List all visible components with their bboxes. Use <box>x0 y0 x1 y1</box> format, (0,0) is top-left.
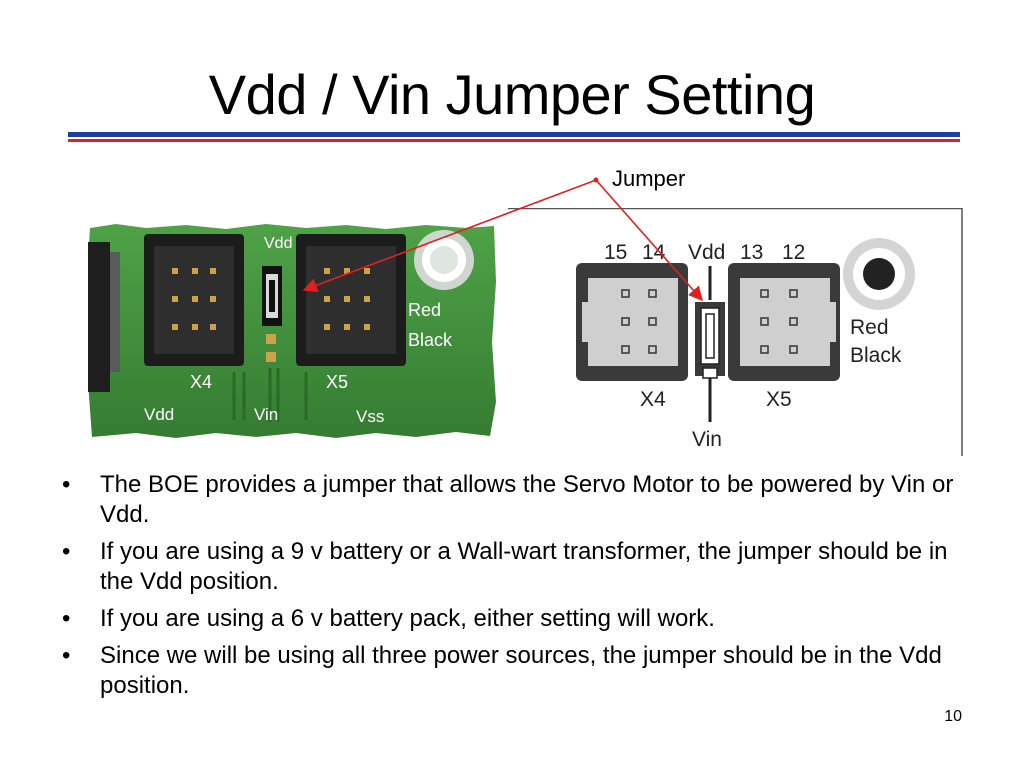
bullet-item: If you are using a 6 v battery pack, eit… <box>58 604 968 634</box>
bullet-item: The BOE provides a jumper that allows th… <box>58 470 968 530</box>
bullet-list: The BOE provides a jumper that allows th… <box>58 470 968 708</box>
jumper-block <box>262 266 282 362</box>
photo-label-vdd: Vdd <box>144 405 174 424</box>
title-rule-red <box>68 139 960 142</box>
arrow-to-photo <box>302 179 597 293</box>
photo-label-red: Red <box>408 300 441 320</box>
photo-label-vdd-top: Vdd <box>264 235 292 252</box>
schematic-x4-connector <box>576 263 688 381</box>
bullet-item: If you are using a 9 v battery or a Wall… <box>58 537 968 597</box>
mounting-hole <box>414 230 474 290</box>
bullet-item: Since we will be using all three power s… <box>58 641 968 701</box>
jumper-callout-label: Jumper <box>612 166 686 191</box>
slide-title: Vdd / Vin Jumper Setting <box>208 63 816 126</box>
schematic-mounting-hole <box>843 238 915 310</box>
x4-header <box>144 234 244 366</box>
arrow-to-schematic <box>595 179 703 302</box>
jumper-schematic: 15 14 Vdd 13 12 Red Black <box>508 208 964 456</box>
schematic-label-x5: X5 <box>766 388 792 411</box>
x5-header <box>296 234 406 366</box>
photo-label-x4: X4 <box>190 372 212 392</box>
title-rule-blue <box>68 132 960 137</box>
schematic-label-red: Red <box>850 316 889 339</box>
schematic-x5-connector <box>728 263 840 381</box>
schematic-jumper-symbol <box>695 266 725 422</box>
schematic-label-black: Black <box>850 344 902 367</box>
photo-label-vss: Vss <box>356 407 384 426</box>
photo-label-x5: X5 <box>326 372 348 392</box>
schematic-pin-12: 12 <box>782 241 805 264</box>
left-header <box>88 242 110 392</box>
schematic-pin-13: 13 <box>740 241 763 264</box>
page-number: 10 <box>944 708 962 725</box>
schematic-pin-14: 14 <box>642 241 666 264</box>
schematic-label-vdd: Vdd <box>688 241 725 264</box>
schematic-label-vin: Vin <box>692 428 722 451</box>
photo-label-black: Black <box>408 330 453 350</box>
schematic-pin-15: 15 <box>604 241 627 264</box>
schematic-label-x4: X4 <box>640 388 666 411</box>
photo-label-vin: Vin <box>254 405 278 424</box>
boe-board-photo: Vdd Red Black X4 X5 Vdd Vin Vss <box>88 224 496 438</box>
